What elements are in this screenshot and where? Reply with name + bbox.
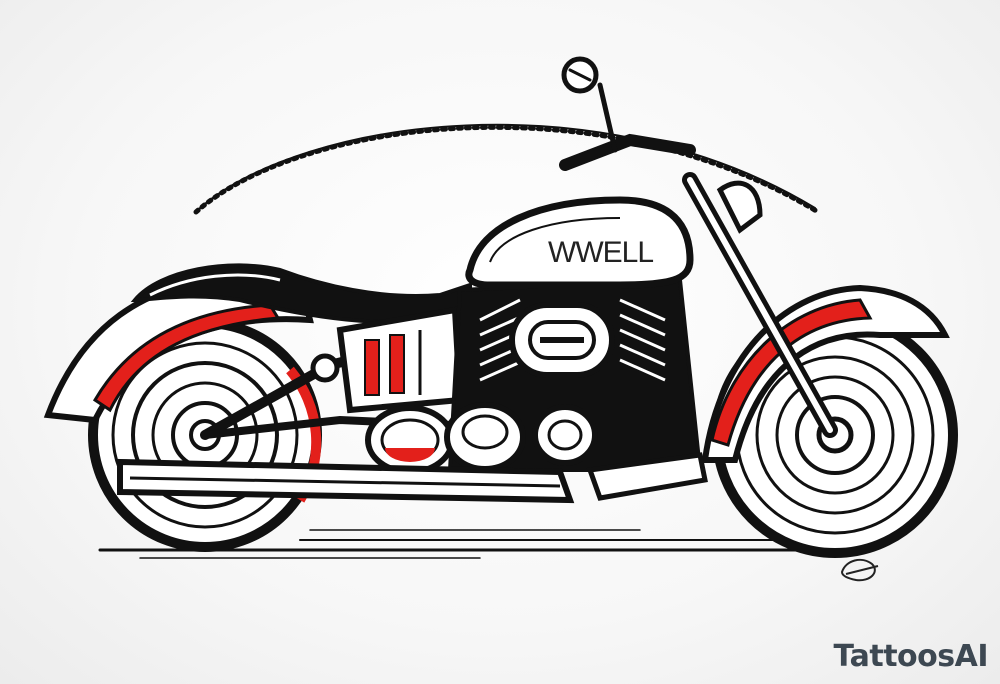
handlebar xyxy=(559,56,696,171)
thorn-arc xyxy=(193,123,821,215)
front-fork xyxy=(682,172,838,438)
engine xyxy=(365,277,703,475)
fuel-tank: WWELL xyxy=(465,196,694,289)
tank-lettering: WWELL xyxy=(548,236,653,269)
exhaust xyxy=(117,452,708,504)
front-fender xyxy=(701,284,950,463)
watermark: TattoosAI xyxy=(833,639,989,674)
signature-stamp xyxy=(840,558,879,582)
side-cover xyxy=(336,306,464,414)
